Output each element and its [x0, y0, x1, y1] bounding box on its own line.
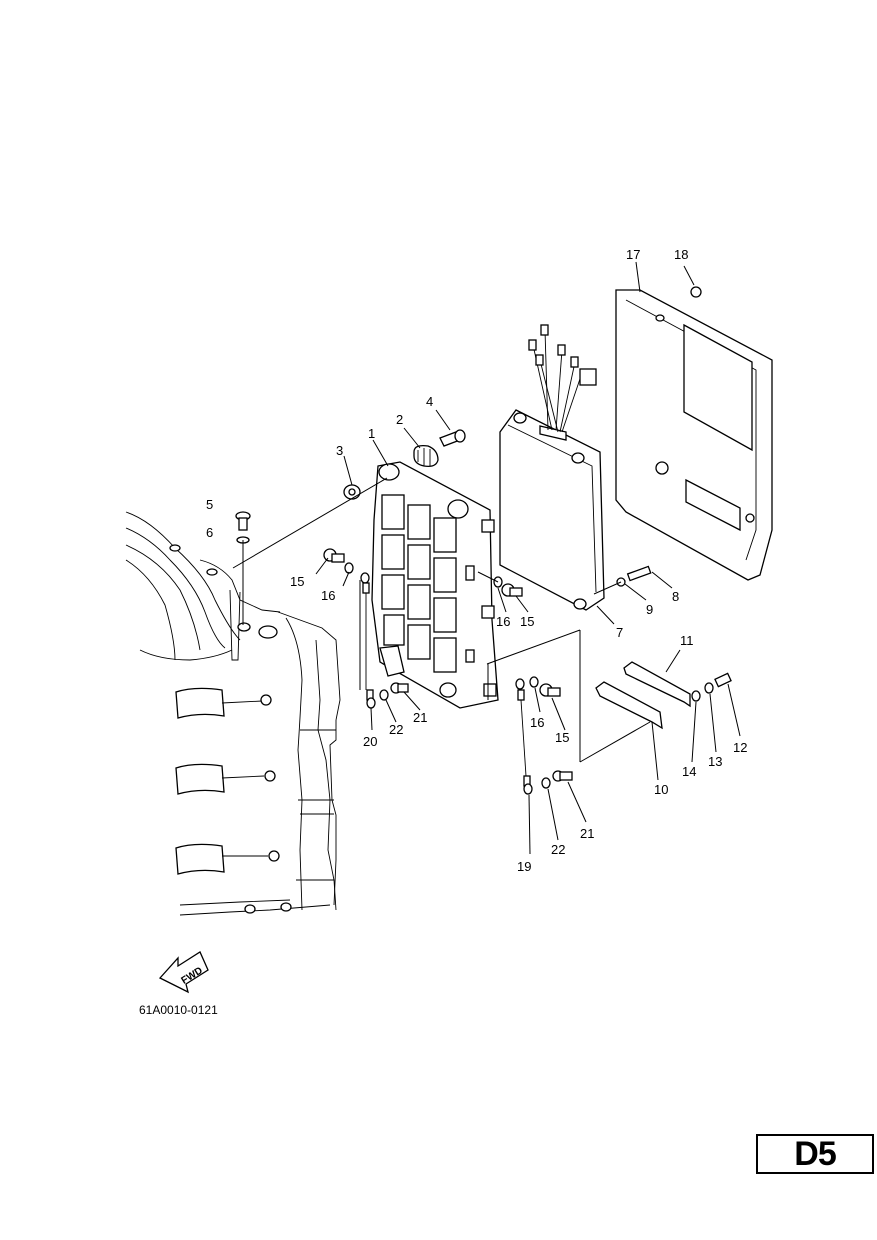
callout-5: 5 [206, 497, 213, 512]
callout-16b: 16 [496, 614, 510, 629]
leader-lines [315, 261, 741, 855]
callout-14: 14 [682, 764, 696, 779]
callout-22b: 22 [551, 842, 565, 857]
wire-harness [528, 324, 597, 433]
callout-12: 12 [733, 740, 747, 755]
callout-7: 7 [616, 625, 623, 640]
callout-1: 1 [368, 426, 375, 441]
callout-16a: 16 [321, 588, 335, 603]
page-code: D5 [794, 1134, 836, 1173]
callout-4: 4 [426, 394, 433, 409]
callout-17: 17 [626, 247, 640, 262]
callout-16c: 16 [530, 715, 544, 730]
callout-15b: 15 [520, 614, 534, 629]
cdi-cover [615, 289, 773, 581]
callout-8: 8 [672, 589, 679, 604]
page-code-box: D5 [756, 1134, 874, 1174]
callout-22a: 22 [389, 722, 403, 737]
bracket-plate [371, 461, 499, 709]
callout-11: 11 [680, 633, 694, 648]
hardware-items [235, 286, 732, 795]
callout-15c: 15 [555, 730, 569, 745]
callout-21a: 21 [413, 710, 427, 725]
fwd-arrow-icon: FWD [158, 951, 209, 994]
callout-9: 9 [646, 602, 653, 617]
callout-20: 20 [363, 734, 377, 749]
callout-18: 18 [674, 247, 688, 262]
callout-13: 13 [708, 754, 722, 769]
callout-19: 19 [517, 859, 531, 874]
assembly-lines [232, 477, 651, 763]
callout-3: 3 [336, 443, 343, 458]
bracket-grid [381, 494, 457, 673]
engine-block [125, 511, 341, 916]
callout-21b: 21 [580, 826, 594, 841]
callout-labels: 1 2 3 4 5 6 15 16 20 22 21 16 15 7 9 8 1… [206, 247, 747, 874]
callout-2: 2 [396, 412, 403, 427]
callout-6: 6 [206, 525, 213, 540]
callout-10: 10 [654, 782, 668, 797]
callout-15a: 15 [290, 574, 304, 589]
cdi-unit [499, 324, 605, 611]
drawing-code: 61A0010-0121 [139, 1003, 218, 1017]
